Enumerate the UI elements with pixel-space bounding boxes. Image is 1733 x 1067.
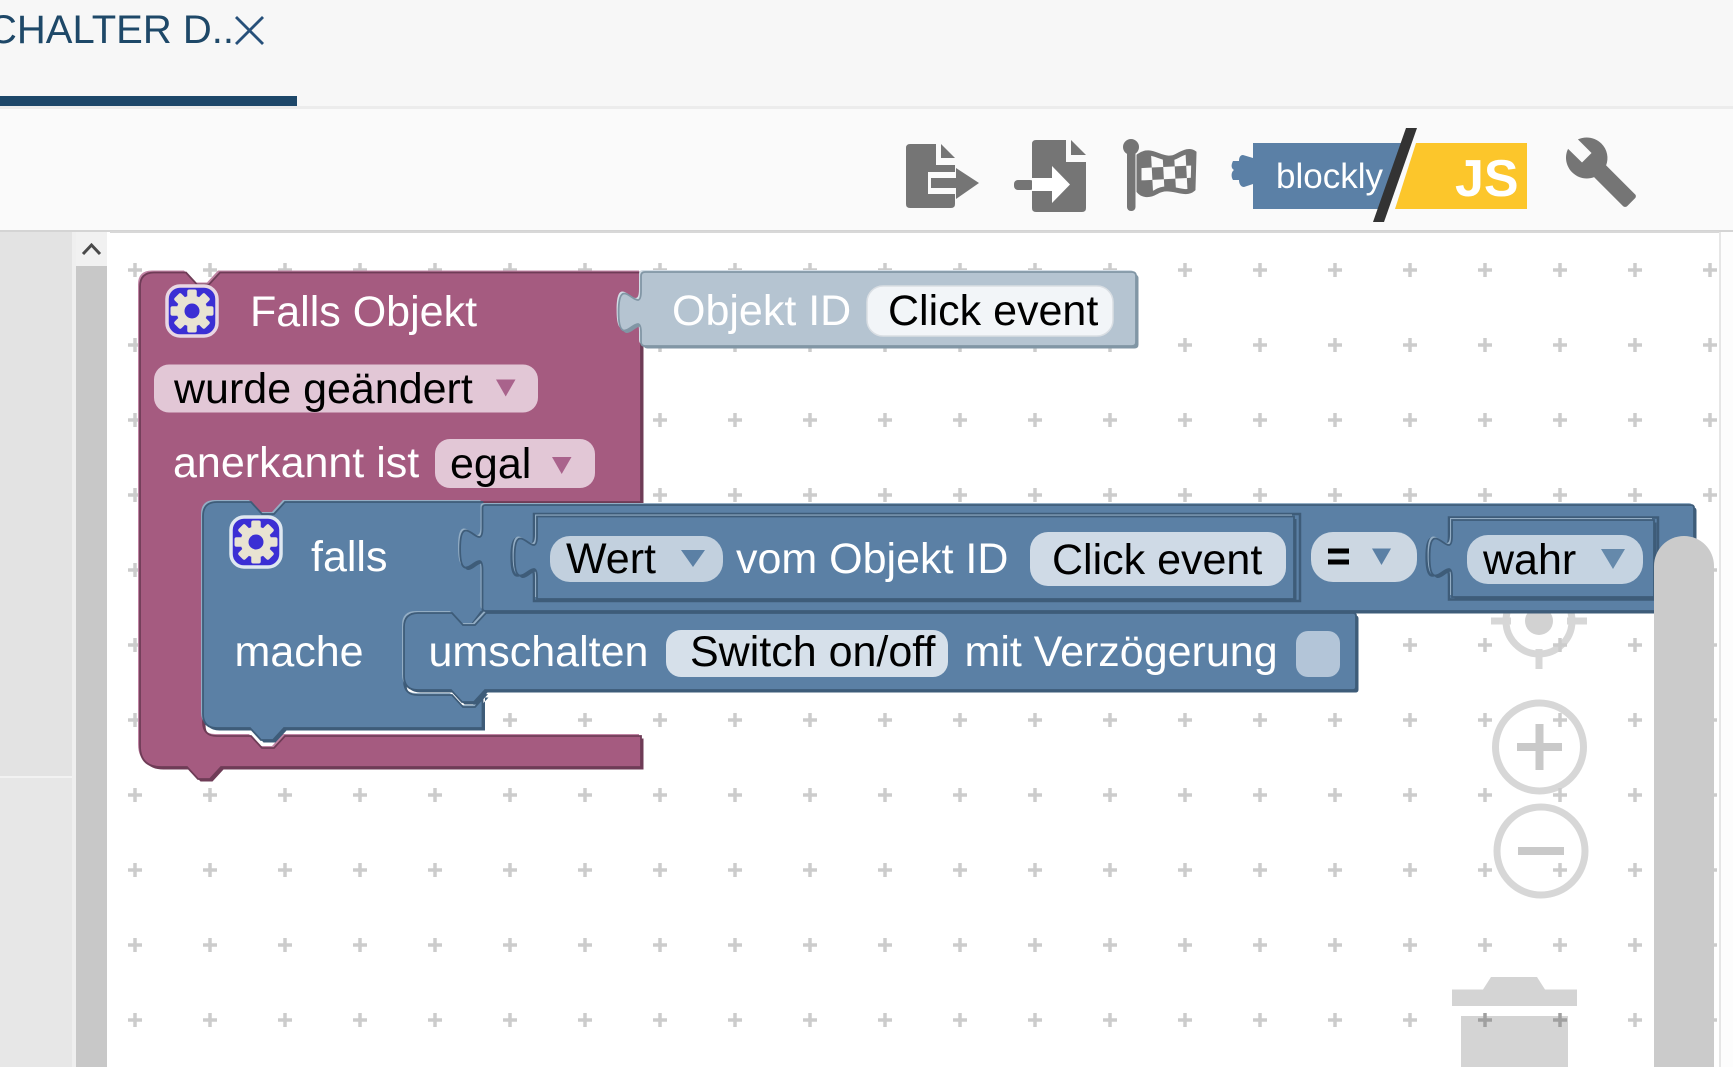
svg-text:Falls Objekt: Falls Objekt — [250, 288, 477, 336]
svg-text:Click event: Click event — [1052, 536, 1262, 584]
svg-text:egal: egal — [450, 440, 531, 488]
svg-text:umschalten: umschalten — [429, 628, 649, 676]
svg-text:mit Verzögerung: mit Verzögerung — [965, 628, 1278, 676]
svg-text:wahr: wahr — [1482, 536, 1576, 584]
svg-text:Click event: Click event — [888, 287, 1098, 335]
svg-text:blockly: blockly — [1276, 157, 1383, 196]
svg-text:wurde geändert: wurde geändert — [173, 365, 473, 413]
svg-text:JS: JS — [1455, 150, 1519, 208]
svg-text:anerkannt ist: anerkannt ist — [173, 439, 419, 487]
svg-text:Wert: Wert — [566, 535, 656, 583]
svg-text:vom Objekt ID: vom Objekt ID — [736, 535, 1008, 583]
svg-text:falls: falls — [311, 533, 387, 581]
svg-text:Switch on/off: Switch on/off — [690, 628, 936, 676]
svg-text:Objekt ID: Objekt ID — [672, 287, 851, 335]
svg-text:mache: mache — [235, 628, 364, 676]
